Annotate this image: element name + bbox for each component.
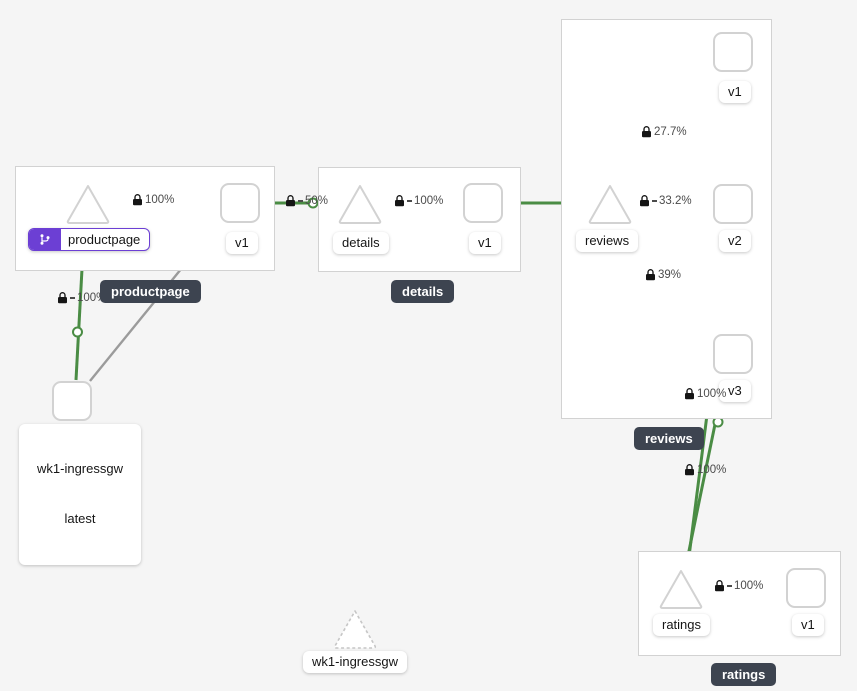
edge-rate-text: 27.7% bbox=[654, 126, 687, 138]
edge-rate-text: 100% bbox=[414, 195, 444, 207]
lock-icon bbox=[715, 580, 724, 592]
workload-node-ratings-v1[interactable] bbox=[786, 568, 826, 608]
lock-icon bbox=[646, 269, 655, 281]
edge-rate-text: 33.2% bbox=[659, 195, 692, 207]
node-label-ingressgw-line2: latest bbox=[64, 511, 96, 527]
service-node-productpage[interactable] bbox=[65, 183, 111, 225]
git-branch-icon bbox=[29, 229, 61, 250]
edge-rate-dash bbox=[727, 585, 732, 587]
node-label-ratings[interactable]: ratings bbox=[653, 614, 711, 637]
edge-rate-dash bbox=[652, 200, 657, 202]
group-label-productpage[interactable]: productpage bbox=[100, 280, 201, 303]
lock-icon bbox=[685, 388, 694, 400]
lock-icon bbox=[133, 194, 142, 206]
node-label-productpage[interactable]: productpage bbox=[28, 228, 151, 251]
edge-rate-reviews-v3: 39% bbox=[645, 269, 681, 281]
lock-icon bbox=[395, 195, 404, 207]
edge-rate-dash bbox=[70, 297, 75, 299]
lock-icon bbox=[685, 464, 694, 476]
node-label-reviews-v2[interactable]: v2 bbox=[719, 230, 751, 253]
edge-rate-text: 100% bbox=[734, 580, 764, 592]
edge-rate-productpage-v1-details: 50% bbox=[285, 195, 328, 207]
service-node-reviews[interactable] bbox=[587, 183, 633, 225]
node-label-wk1-ingressgw-idle[interactable]: wk1-ingressgw bbox=[303, 651, 407, 674]
service-node-wk1-ingressgw-idle[interactable] bbox=[332, 608, 378, 650]
edge-rate-text: 39% bbox=[658, 269, 682, 281]
workload-node-reviews-v1[interactable] bbox=[713, 32, 753, 72]
group-label-reviews[interactable]: reviews bbox=[634, 427, 704, 450]
node-label-details[interactable]: details bbox=[333, 232, 389, 255]
edge-rate-text: 100% bbox=[77, 292, 107, 304]
lock-icon bbox=[640, 195, 649, 207]
edge-rate-ratings-v1: 100% bbox=[714, 580, 763, 592]
node-label-ingressgw[interactable]: wk1-ingressgw latest bbox=[19, 424, 141, 566]
lock-icon bbox=[58, 292, 67, 304]
service-node-ratings[interactable] bbox=[658, 568, 704, 610]
edge-rate-text: 100% bbox=[697, 388, 727, 400]
edge-rate-ingressgw-productpage: 100% bbox=[57, 292, 106, 304]
workload-node-reviews-v2[interactable] bbox=[713, 184, 753, 224]
node-label-details-v1[interactable]: v1 bbox=[469, 232, 501, 255]
lock-icon bbox=[286, 195, 295, 207]
edge-rate-details-v1: 100% bbox=[394, 195, 443, 207]
workload-node-details-v1[interactable] bbox=[463, 183, 503, 223]
workload-node-reviews-v3[interactable] bbox=[713, 334, 753, 374]
edge-rate-text: 50% bbox=[305, 195, 329, 207]
edge-rate-reviews-v3-ratings: 100% bbox=[684, 464, 726, 476]
edge-rate-dash bbox=[407, 200, 412, 202]
workload-node-ingressgw[interactable] bbox=[52, 381, 92, 421]
node-label-reviews[interactable]: reviews bbox=[576, 230, 639, 253]
edge-rate-reviews-v2: 33.2% bbox=[639, 195, 692, 207]
node-label-ratings-v1[interactable]: v1 bbox=[792, 614, 824, 637]
node-label-productpage-v1[interactable]: v1 bbox=[226, 232, 258, 255]
lock-icon bbox=[642, 126, 651, 138]
edge-rate-text: 100% bbox=[697, 464, 727, 476]
group-label-ratings[interactable]: ratings bbox=[711, 663, 777, 686]
node-label-ingressgw-line1: wk1-ingressgw bbox=[37, 460, 123, 476]
edge-rate-text: 100% bbox=[145, 194, 175, 206]
edge-rate-reviews-v2-ratings: 100% bbox=[684, 388, 726, 400]
service-node-details[interactable] bbox=[337, 183, 383, 225]
node-label-reviews-v1[interactable]: v1 bbox=[719, 81, 751, 104]
group-label-details[interactable]: details bbox=[391, 280, 455, 303]
node-label-reviews-v3[interactable]: v3 bbox=[719, 380, 751, 403]
workload-node-productpage-v1[interactable] bbox=[220, 183, 260, 223]
node-label-productpage-text: productpage bbox=[68, 232, 141, 247]
edge-rate-reviews-v1: 27.7% bbox=[641, 126, 687, 138]
edge-rate-productpage-v1: 100% bbox=[132, 194, 174, 206]
edge-rate-dash bbox=[298, 200, 303, 202]
